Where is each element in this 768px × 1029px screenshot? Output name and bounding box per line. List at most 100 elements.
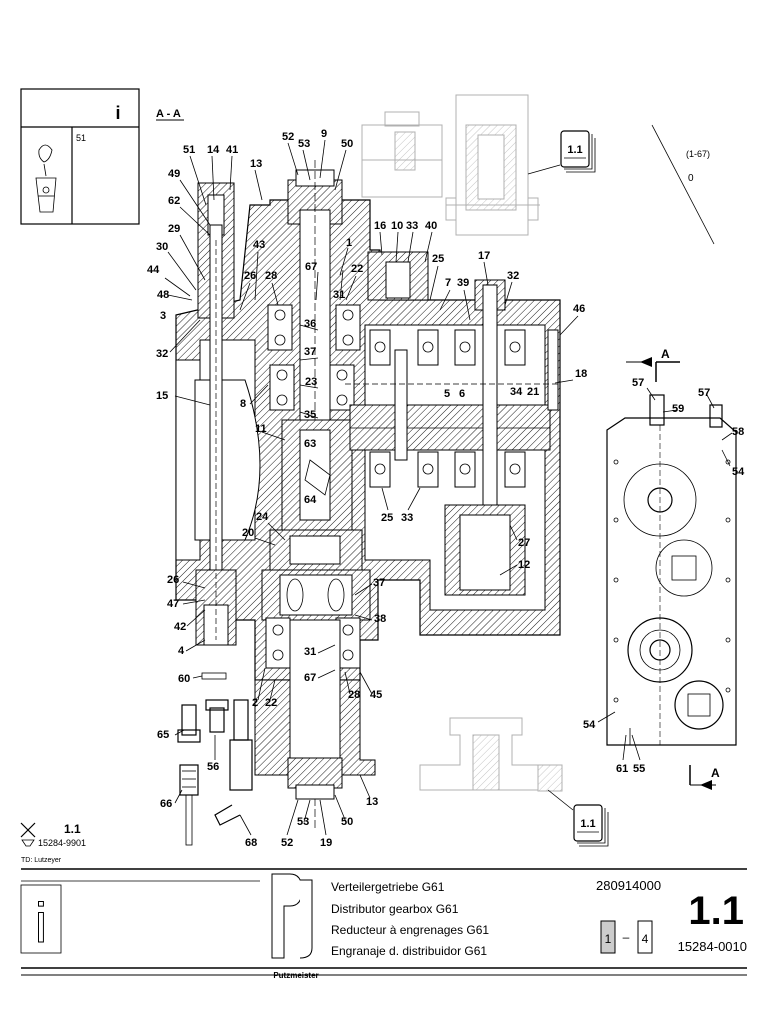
part-label: 53 — [297, 816, 309, 828]
part-label: 51 — [183, 144, 195, 156]
page-ref-top: 1.1 — [567, 144, 582, 156]
part-label: 15 — [156, 390, 168, 402]
leader-lines — [164, 139, 733, 836]
part-label: 1 — [346, 237, 352, 249]
ghost-view-top-left — [361, 111, 443, 198]
part-label: 14 — [207, 144, 220, 156]
part-label: 55 — [633, 763, 645, 775]
part-label: 60 — [178, 673, 190, 685]
book-icon-bottom: 1.1 — [547, 789, 609, 847]
part-label: 61 — [616, 763, 628, 775]
page-ref-bottom: 1.1 — [580, 818, 595, 830]
footer-info-glyph: i — [35, 891, 47, 954]
part-label: 12 — [518, 559, 530, 571]
part-label: 62 — [168, 195, 180, 207]
ref-note-value: 0 — [688, 173, 694, 184]
part-label: 21 — [527, 386, 539, 398]
part-label: 17 — [478, 250, 490, 262]
footer-title-en: Distributor gearbox G61 — [331, 902, 459, 916]
part-label: 37 — [304, 346, 316, 358]
part-label: 30 — [156, 241, 168, 253]
part-label: 23 — [305, 376, 317, 388]
part-label: 53 — [298, 138, 310, 150]
bearing-mid-left — [269, 364, 295, 411]
part-label: 34 — [510, 386, 523, 398]
part-label: 24 — [256, 511, 269, 523]
part-label: 13 — [366, 796, 378, 808]
part-label: 68 — [245, 837, 257, 849]
part-label: 28 — [348, 689, 360, 701]
info-box: i 51 — [20, 88, 140, 225]
ghost-view-bottom — [419, 717, 563, 792]
main-section-view — [175, 160, 561, 830]
book-icon: 1.1 — [527, 130, 596, 175]
part-label: 8 — [240, 398, 246, 410]
info-ref-number: 51 — [76, 133, 86, 143]
part-label: 36 — [304, 318, 316, 330]
info-icon: i — [115, 103, 120, 123]
part-label: 25 — [432, 253, 444, 265]
section-marker-top: A — [626, 347, 680, 382]
side-view — [606, 394, 737, 746]
part-label: 29 — [168, 223, 180, 235]
part-label: 44 — [147, 264, 160, 276]
section-marker-bottom: A — [689, 765, 720, 790]
part-label: 22 — [265, 697, 277, 709]
part-label: 38 — [374, 613, 386, 625]
part-label: 4 — [178, 645, 185, 657]
part-label: 67 — [305, 261, 317, 273]
footer-title-de: Verteilergetriebe G61 — [331, 880, 445, 894]
part-label: 27 — [518, 537, 530, 549]
part-label: 52 — [282, 131, 294, 143]
part-label: 54 — [732, 466, 745, 478]
part-label: 26 — [167, 574, 179, 586]
part-label: 3 — [160, 310, 166, 322]
info-glyph: i — [115, 103, 120, 123]
section-label: A - A — [156, 108, 181, 120]
footer-brand: Putzmeister — [273, 971, 318, 980]
part-label: 40 — [425, 220, 437, 232]
part-label: 28 — [265, 270, 277, 282]
part-label: 47 — [167, 598, 179, 610]
part-label: 58 — [732, 426, 744, 438]
footer-drawn-by: TD: Lutzeyer — [21, 857, 62, 864]
part-label: 32 — [507, 270, 519, 282]
footer-info-icon: i — [20, 884, 62, 955]
part-label: 31 — [304, 646, 316, 658]
part-label: 7 — [445, 277, 451, 289]
part-label: 10 — [391, 220, 403, 232]
part-label: 19 — [320, 837, 332, 849]
ref-note: (1-67) 0 — [651, 124, 715, 245]
part-label: 42 — [174, 621, 186, 633]
part-label: 46 — [573, 303, 585, 315]
footer-doc-code-small: 1.1 — [64, 822, 81, 836]
part-label: 56 — [207, 761, 219, 773]
part-label: 16 — [374, 220, 386, 232]
part-label: 6 — [459, 388, 465, 400]
footer-drawing-number: 15284-0010 — [678, 939, 747, 954]
footer-page-from: 1 — [605, 932, 612, 946]
part-label: 31 — [333, 289, 345, 301]
part-label: 66 — [160, 798, 172, 810]
part-label: 20 — [242, 527, 254, 539]
footer-title-es: Engranaje d. distribuidor G61 — [331, 944, 487, 958]
part-label: 50 — [341, 816, 353, 828]
lubrication-icon — [35, 144, 57, 213]
part-label: 57 — [632, 377, 644, 389]
ref-note-range: (1-67) — [686, 149, 710, 159]
bearing-upper-left — [267, 304, 293, 351]
part-label: 64 — [304, 494, 317, 506]
part-labels: 51 14 41 13 52 53 9 50 49 62 29 30 44 48… — [147, 128, 745, 849]
section-marker-bottom-label: A — [711, 766, 720, 780]
bearing-upper-right — [335, 304, 361, 351]
footer-title-fr: Reducteur à engrenages G61 — [331, 923, 489, 937]
part-label: 59 — [672, 403, 684, 415]
part-label: 26 — [244, 270, 256, 282]
part-label: 32 — [156, 348, 168, 360]
footer-part-number: 280914000 — [596, 878, 661, 893]
part-label: 33 — [406, 220, 418, 232]
footer-page-dash: – — [623, 930, 630, 944]
part-label: 54 — [583, 719, 596, 731]
footer-page-to: 4 — [642, 932, 649, 946]
